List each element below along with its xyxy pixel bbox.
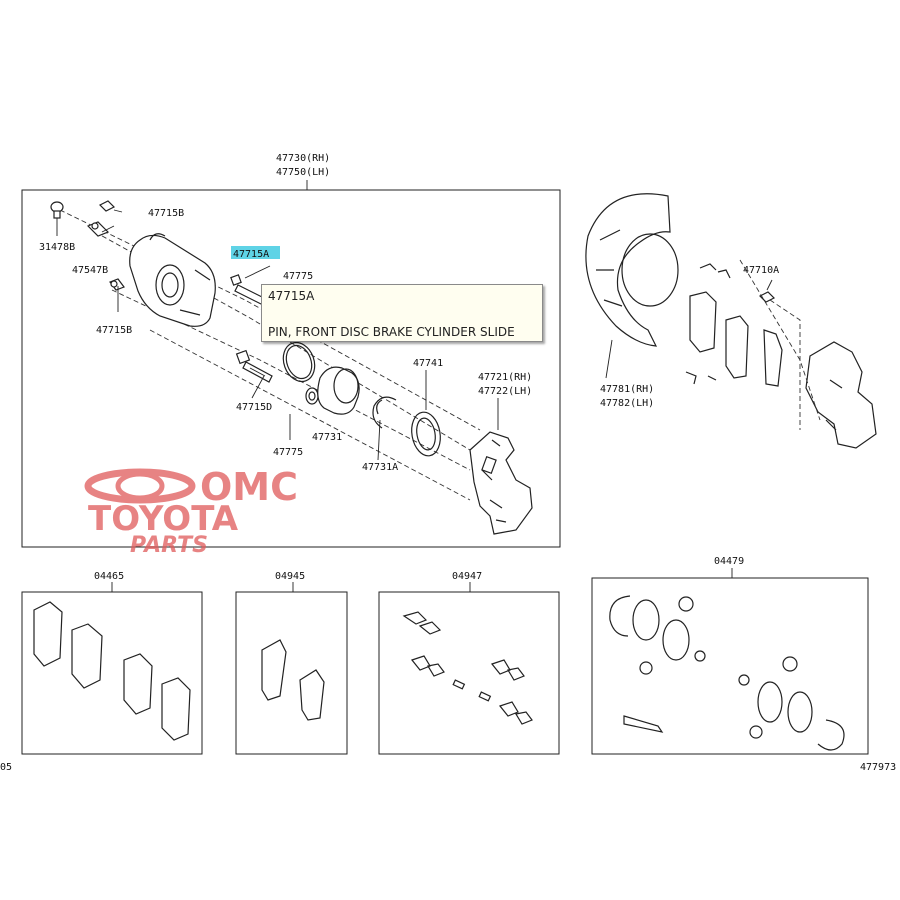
tooltip-part-code: 47715A: [268, 289, 315, 303]
footer-right-code: 477973: [860, 762, 896, 773]
label-47715D[interactable]: 47715D: [236, 402, 272, 413]
part-47731-piston[interactable]: [317, 366, 360, 415]
part-47715B-bolt-low[interactable]: [109, 278, 125, 291]
part-47731A-snap-ring[interactable]: [372, 396, 397, 429]
label-47721[interactable]: 47721(RH): [478, 372, 532, 383]
kit-04479-seal-kit[interactable]: [609, 595, 845, 751]
kit-04945-label[interactable]: 04945: [275, 571, 305, 582]
part-piston-seal-ring[interactable]: [278, 338, 320, 386]
svg-text:PARTS: PARTS: [130, 533, 208, 558]
assembly-guide-lines: [59, 209, 481, 501]
kit-04947-frame: [378, 591, 560, 755]
assembly-code-lh[interactable]: 47750(LH): [276, 167, 330, 178]
kit-04479-frame: [591, 577, 869, 755]
part-tooltip: 47715A PIN, FRONT DISC BRAKE CYLINDER SL…: [261, 284, 543, 342]
part-31478B-bolt[interactable]: [50, 201, 64, 219]
assembly-code-rh[interactable]: 47730(RH): [276, 153, 330, 164]
label-47731[interactable]: 47731: [312, 432, 342, 443]
kit-04947-clips[interactable]: [402, 611, 533, 725]
label-47715B-low[interactable]: 47715B: [96, 325, 132, 336]
kit-04945-frame: [235, 591, 348, 755]
label-47741[interactable]: 47741: [413, 358, 443, 369]
part-47715D-slide-pin[interactable]: [235, 349, 273, 383]
watermark-logo: OMC TOYOTA PARTS: [84, 465, 298, 558]
part-47547B-bleeder[interactable]: [86, 221, 110, 237]
part-caliper-cylinder[interactable]: [129, 233, 216, 327]
footer-left-code: 05: [0, 762, 12, 773]
kit-04465-label[interactable]: 04465: [94, 571, 124, 582]
part-47710A-bolt[interactable]: [758, 279, 776, 303]
label-31478B[interactable]: 31478B: [39, 242, 75, 253]
label-47715A-highlight: [231, 246, 280, 259]
kit-04465-pads[interactable]: [33, 601, 191, 741]
right-guide-lines: [739, 259, 821, 430]
kit-04945-shims[interactable]: [261, 639, 325, 721]
label-47710A[interactable]: 47710A: [743, 265, 779, 276]
kit-04479-label[interactable]: 04479: [714, 556, 744, 567]
label-47722[interactable]: 47722(LH): [478, 386, 532, 397]
label-47715B-top[interactable]: 47715B: [148, 208, 184, 219]
svg-text:TOYOTA: TOYOTA: [88, 499, 239, 539]
part-brake-pads-exploded[interactable]: [685, 263, 783, 387]
part-47715B-bolt-top[interactable]: [98, 200, 123, 213]
caliper-assembly-frame: [21, 189, 561, 548]
svg-text:OMC: OMC: [200, 465, 298, 509]
part-47741-seal[interactable]: [408, 410, 443, 458]
label-47781[interactable]: 47781(RH): [600, 384, 654, 395]
label-47715A[interactable]: 47715A: [233, 249, 269, 260]
tooltip-part-description: PIN, FRONT DISC BRAKE CYLINDER SLIDE: [268, 325, 515, 339]
kit-04947-label[interactable]: 04947: [452, 571, 482, 582]
part-47775-boot-low[interactable]: [305, 387, 319, 405]
part-47781-dust-shield[interactable]: [585, 193, 679, 347]
label-47775-low[interactable]: 47775: [273, 447, 303, 458]
label-47782[interactable]: 47782(LH): [600, 398, 654, 409]
label-47731A[interactable]: 47731A: [362, 462, 398, 473]
label-47547B[interactable]: 47547B: [72, 265, 108, 276]
part-47721-mounting-bracket[interactable]: [469, 431, 533, 535]
label-47775-top[interactable]: 47775: [283, 271, 313, 282]
part-right-mounting-bracket[interactable]: [805, 341, 877, 449]
